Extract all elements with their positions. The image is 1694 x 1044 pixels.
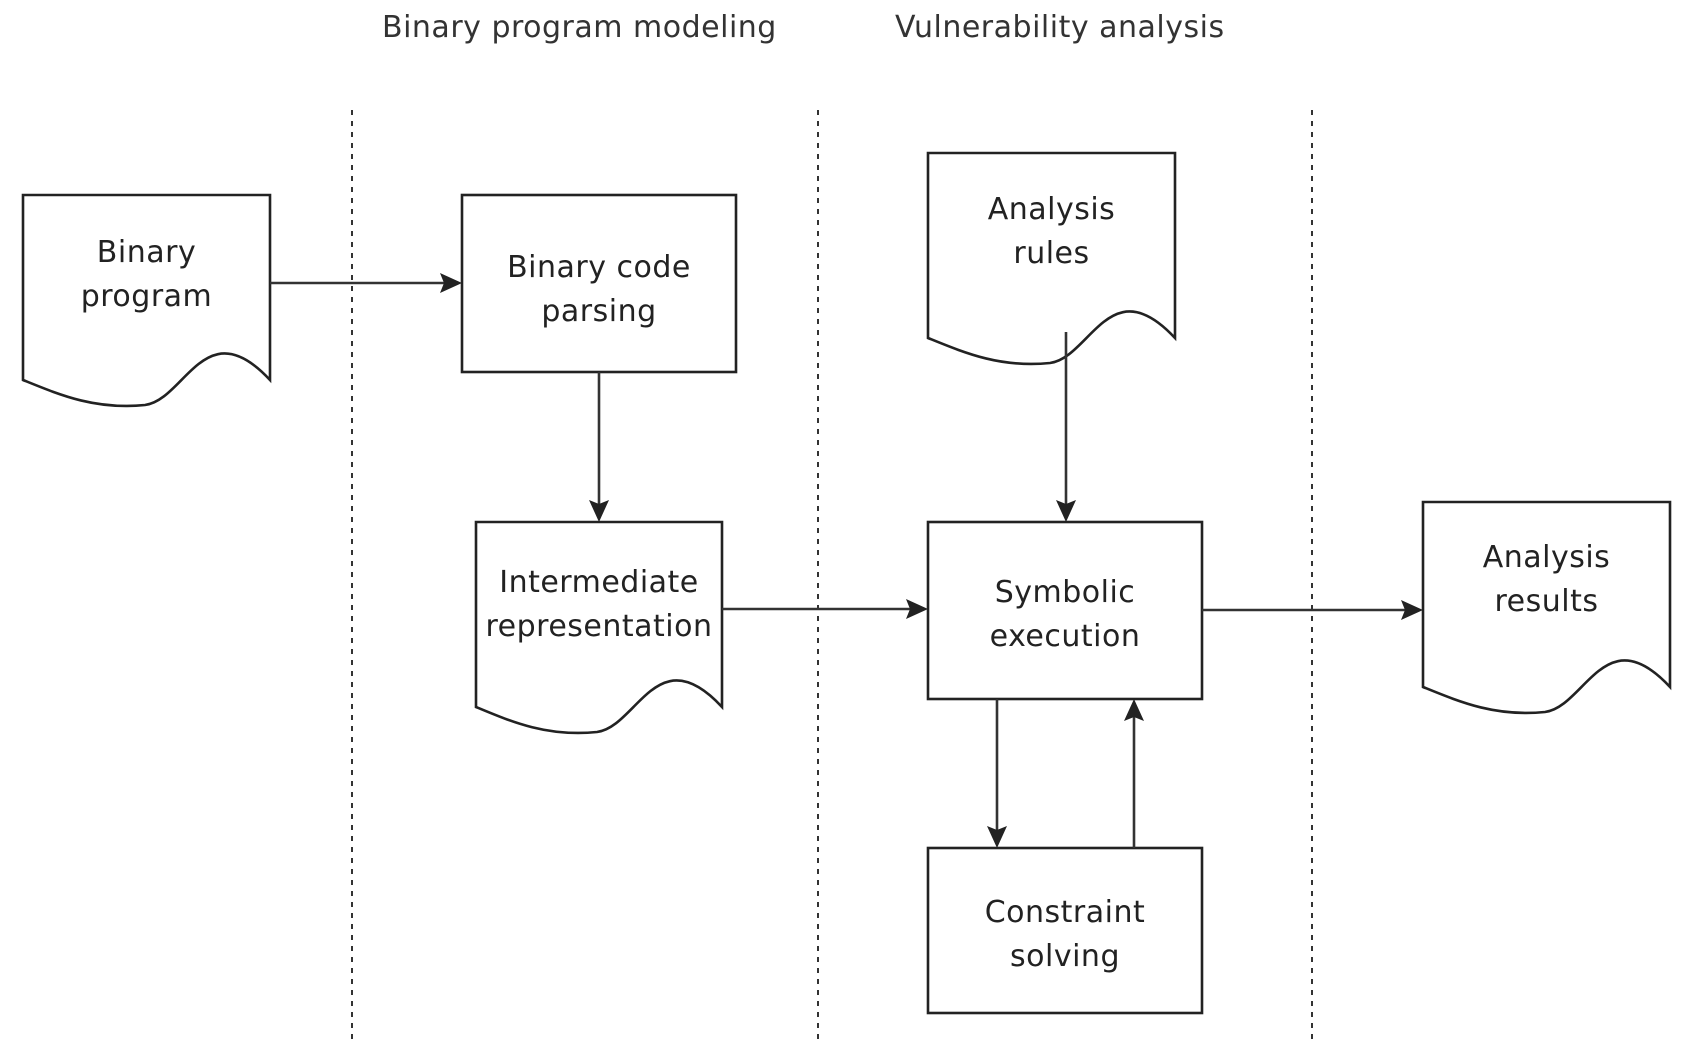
analysis-rules-label: Analysis rules xyxy=(928,182,1175,282)
intermediate-representation-label-line-2: representation xyxy=(485,609,713,644)
binary-program-shape xyxy=(21,193,272,408)
constraint-solving-label-line-1: Constraint xyxy=(984,895,1146,930)
symbolic-execution-label-line-1: Symbolic xyxy=(994,575,1136,610)
intermediate-representation-shape xyxy=(474,520,724,735)
analysis-results-label-line-2: results xyxy=(1494,584,1599,619)
binary-program-label-line-2: program xyxy=(80,279,213,314)
analysis-results-label-line-1: Analysis xyxy=(1482,540,1611,575)
edge-rules-to-symbolic-arrowhead xyxy=(1056,500,1076,522)
analysis-rules-label-line-1: Analysis xyxy=(987,192,1116,227)
analysis-rules-label-line-2: rules xyxy=(1013,236,1090,271)
edge-ir-to-symbolic-arrowhead xyxy=(906,599,928,619)
analysis-rules-shape xyxy=(926,151,1177,366)
constraint-solving-label-line-2: solving xyxy=(1010,939,1120,974)
edge-parsing-to-ir-arrowhead xyxy=(589,500,609,522)
analysis-results-shape xyxy=(1421,500,1672,715)
binary-code-parsing-label-line-2: parsing xyxy=(541,294,657,329)
analysis-results-label: Analysis results xyxy=(1423,530,1670,630)
binary-program-label-line-1: Binary xyxy=(96,235,197,270)
binary-code-parsing-shape xyxy=(460,193,738,374)
constraint-solving-label: Constraint solving xyxy=(928,885,1202,985)
constraint-solving-shape xyxy=(926,846,1204,1015)
edge-symbolic-to-constraint-arrowhead xyxy=(987,826,1007,848)
binary-program-label: Binary program xyxy=(23,225,270,325)
phase-title-analysis: Vulnerability analysis xyxy=(895,10,1225,45)
edge-symbolic-to-results-arrowhead xyxy=(1401,600,1423,620)
edge-binary-program-to-parsing-arrowhead xyxy=(440,273,462,293)
phase-title-modeling: Binary program modeling xyxy=(382,10,777,45)
intermediate-representation-label-line-1: Intermediate xyxy=(499,565,699,600)
edge-constraint-to-symbolic-arrowhead xyxy=(1124,699,1144,721)
symbolic-execution-shape xyxy=(926,520,1204,701)
binary-code-parsing-label-line-1: Binary code xyxy=(507,250,691,285)
symbolic-execution-label: Symbolic execution xyxy=(928,565,1202,665)
binary-code-parsing-label: Binary code parsing xyxy=(462,240,736,340)
symbolic-execution-label-line-2: execution xyxy=(989,619,1141,654)
intermediate-representation-label: Intermediate representation xyxy=(462,555,736,655)
